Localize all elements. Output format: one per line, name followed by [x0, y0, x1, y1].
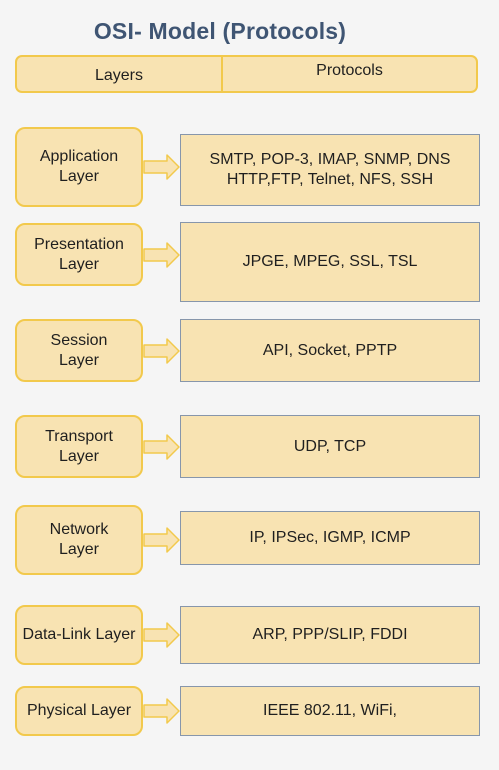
right-arrow-icon: [143, 241, 180, 268]
protocol-box-application: SMTP, POP-3, IMAP, SNMP, DNS HTTP,FTP, T…: [180, 134, 480, 206]
layer-box-network: Network Layer: [15, 505, 143, 575]
protocol-list: ARP, PPP/SLIP, FDDI: [252, 626, 408, 643]
layer-box-physical: Physical Layer: [15, 686, 143, 736]
layer-box-session: Session Layer: [15, 319, 143, 382]
protocol-box-network: IP, IPSec, IGMP, ICMP: [180, 511, 480, 565]
protocol-box-presentation: JPGE, MPEG, SSL, TSL: [180, 222, 480, 302]
protocol-box-physical: IEEE 802.11, WiFi,: [180, 686, 480, 736]
protocol-box-session: API, Socket, PPTP: [180, 319, 480, 382]
layer-name: Network Layer: [49, 521, 109, 558]
table-header: Layers Protocols: [15, 55, 478, 93]
right-arrow-icon: [143, 622, 180, 648]
header-protocols: Protocols: [316, 62, 383, 79]
layer-box-transport: Transport Layer: [15, 415, 143, 478]
layer-box-presentation: Presentation Layer: [15, 223, 143, 286]
right-arrow-icon: [143, 337, 180, 364]
protocol-list: IEEE 802.11, WiFi,: [263, 702, 397, 719]
protocol-list: JPGE, MPEG, SSL, TSL: [242, 253, 418, 270]
right-arrow-icon: [143, 433, 180, 460]
layer-name: Presentation Layer: [34, 235, 124, 273]
layer-box-application: Application Layer: [15, 127, 143, 207]
layer-name: Transport Layer: [45, 427, 113, 465]
protocol-list: API, Socket, PPTP: [262, 341, 398, 359]
layer-name: Data-Link Layer: [22, 626, 136, 643]
layer-name: Session Layer: [50, 331, 108, 369]
layer-name: Application Layer: [39, 148, 119, 185]
protocol-box-transport: UDP, TCP: [180, 415, 480, 478]
header-layers: Layers: [94, 67, 144, 84]
right-arrow-icon: [143, 698, 180, 724]
right-arrow-icon: [143, 154, 180, 180]
protocol-box-data-link: ARP, PPP/SLIP, FDDI: [180, 606, 480, 664]
layer-name: Physical Layer: [26, 702, 132, 719]
header-divider: [221, 56, 223, 92]
diagram-title: OSI- Model (Protocols): [93, 18, 347, 44]
protocol-list: IP, IPSec, IGMP, ICMP: [249, 529, 411, 546]
right-arrow-icon: [143, 527, 180, 553]
protocol-list: UDP, TCP: [293, 437, 367, 455]
layer-box-data-link: Data-Link Layer: [15, 605, 143, 665]
protocol-list: SMTP, POP-3, IMAP, SNMP, DNS HTTP,FTP, T…: [209, 151, 451, 188]
